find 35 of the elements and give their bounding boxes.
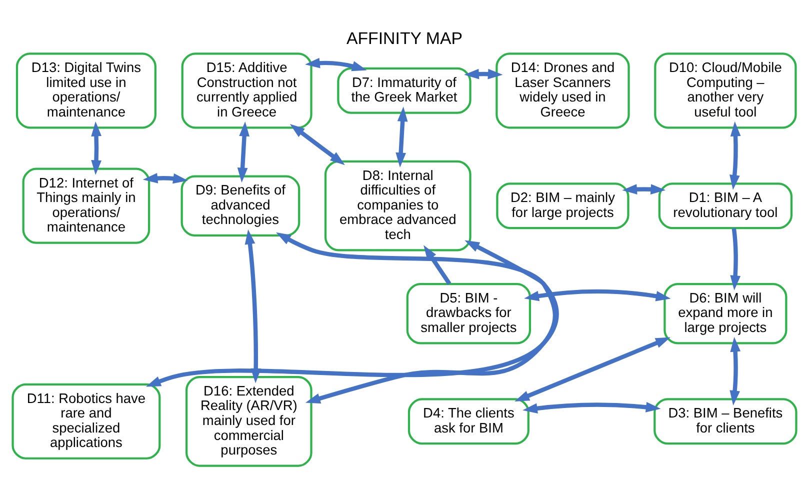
- arrow: [524, 288, 671, 301]
- arrow: [237, 120, 250, 182]
- node-box: D16: Extended Reality (AR/VR) mainly used for commercial purposes: [186, 375, 312, 466]
- node-box: D12: Internet of Things mainly in operations/ maintenance: [22, 167, 150, 244]
- node-box: D3: BIM – Benefits for clients: [654, 398, 798, 444]
- diagram-title: AFFINITY MAP: [346, 28, 463, 48]
- arrow: [290, 124, 345, 165]
- node-box: D14: Drones and Laser Scanners widely used in Greece: [496, 52, 630, 128]
- arrow: [730, 120, 741, 190]
- node-box: D15: Additive Construction not currently applied in Greece: [181, 52, 312, 128]
- arrow: [305, 240, 557, 403]
- node-box: D10: Cloud/Mobile Computing – another very useful tool: [654, 52, 797, 128]
- arrow: [622, 184, 666, 194]
- arrow: [91, 120, 102, 175]
- node-box: D9: Benefits of advanced technologies: [180, 174, 300, 236]
- node-box: D5: BIM - drawbacks for smaller projects: [406, 282, 532, 344]
- node-box: D11: Robotics have rare and specialized applications: [12, 382, 161, 459]
- arrow: [424, 244, 452, 285]
- arrow: [464, 68, 503, 79]
- arrow: [730, 228, 741, 290]
- arrow: [514, 336, 671, 401]
- arrow: [522, 401, 661, 413]
- node-box: D7: Immaturity of the Greek Market: [337, 66, 472, 114]
- node-box: D2: BIM – mainly for large projects: [496, 182, 630, 229]
- arrow: [730, 336, 741, 405]
- node-box: D1: BIM – A revolutionary tool: [658, 182, 793, 229]
- node-box: D4: The clients ask for BIM: [408, 398, 530, 444]
- arrow: [396, 106, 408, 168]
- arrow: [305, 57, 367, 71]
- arrow: [142, 172, 188, 184]
- arrow: [244, 228, 262, 383]
- node-box: D13: Digital Twins limited use in operations/ maintenance: [16, 52, 156, 128]
- node-box: D6: BIM will expand more in large projects: [664, 282, 788, 344]
- arrow: [146, 232, 559, 386]
- node-box: D8: Internal difficulties of companies to embrace advanced tech: [324, 160, 472, 251]
